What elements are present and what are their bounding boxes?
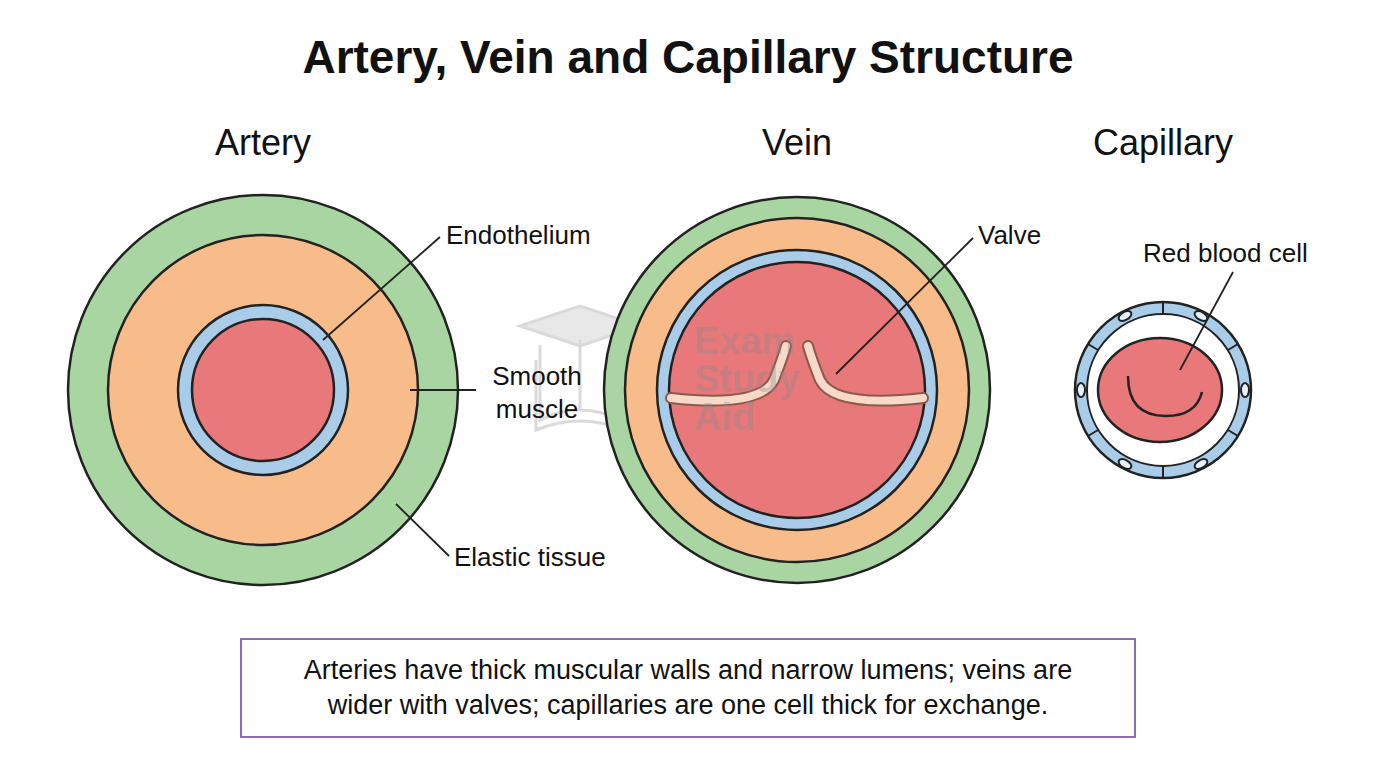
leader-line [836, 238, 973, 374]
valve-flap [808, 346, 923, 401]
elastic-tissue-layer [604, 197, 990, 583]
elastic-tissue-layer [68, 195, 458, 585]
part-label: Elastic tissue [454, 542, 606, 573]
cell-nucleus [1241, 383, 1249, 397]
red-blood-cell-dimple [1128, 376, 1202, 416]
cell-junction [1088, 430, 1098, 436]
leader-line [396, 504, 449, 556]
cell-junction [1162, 466, 1164, 478]
leader-lines [323, 237, 1233, 556]
part-label: Red blood cell [1143, 238, 1308, 269]
cell-nucleus [1117, 457, 1133, 471]
vein-cross-section [604, 197, 990, 583]
capillary-wall [1075, 302, 1251, 478]
part-label: Valve [978, 220, 1041, 251]
capillary-lumen [1087, 314, 1239, 466]
cell-junction [1162, 302, 1164, 314]
endothelium-layer [178, 305, 348, 475]
cell-nucleus [1117, 309, 1133, 323]
diagram-title: Artery, Vein and Capillary Structure [302, 30, 1073, 84]
watermark: Exam Study Aid [694, 322, 814, 436]
smooth-muscle-layer [625, 218, 969, 562]
leader-line [1180, 272, 1233, 370]
red-blood-cell [1098, 338, 1222, 442]
cell-junction [1088, 344, 1098, 350]
vessel-heading: Capillary [1093, 122, 1233, 164]
cell-junction [1228, 344, 1238, 350]
caption-text: Arteries have thick muscular walls and n… [268, 653, 1108, 723]
artery-lumen [192, 319, 334, 461]
vessel-heading: Artery [215, 122, 311, 164]
vessel-heading: Vein [762, 122, 832, 164]
endothelium-layer [657, 250, 937, 530]
leader-line [323, 237, 440, 340]
capillary-cross-section [1075, 302, 1251, 478]
valve-flap-outline [808, 346, 923, 401]
cell-nucleus [1193, 457, 1209, 471]
caption-box: Arteries have thick muscular walls and n… [240, 638, 1136, 738]
cell-nucleus [1077, 383, 1085, 397]
part-label: Endothelium [446, 220, 591, 251]
artery-cross-section [68, 195, 458, 585]
vein-lumen [669, 262, 925, 518]
part-label: Smooth muscle [478, 360, 596, 425]
smooth-muscle-layer [108, 235, 418, 545]
leader-line [410, 389, 476, 391]
cell-junction [1228, 430, 1238, 436]
